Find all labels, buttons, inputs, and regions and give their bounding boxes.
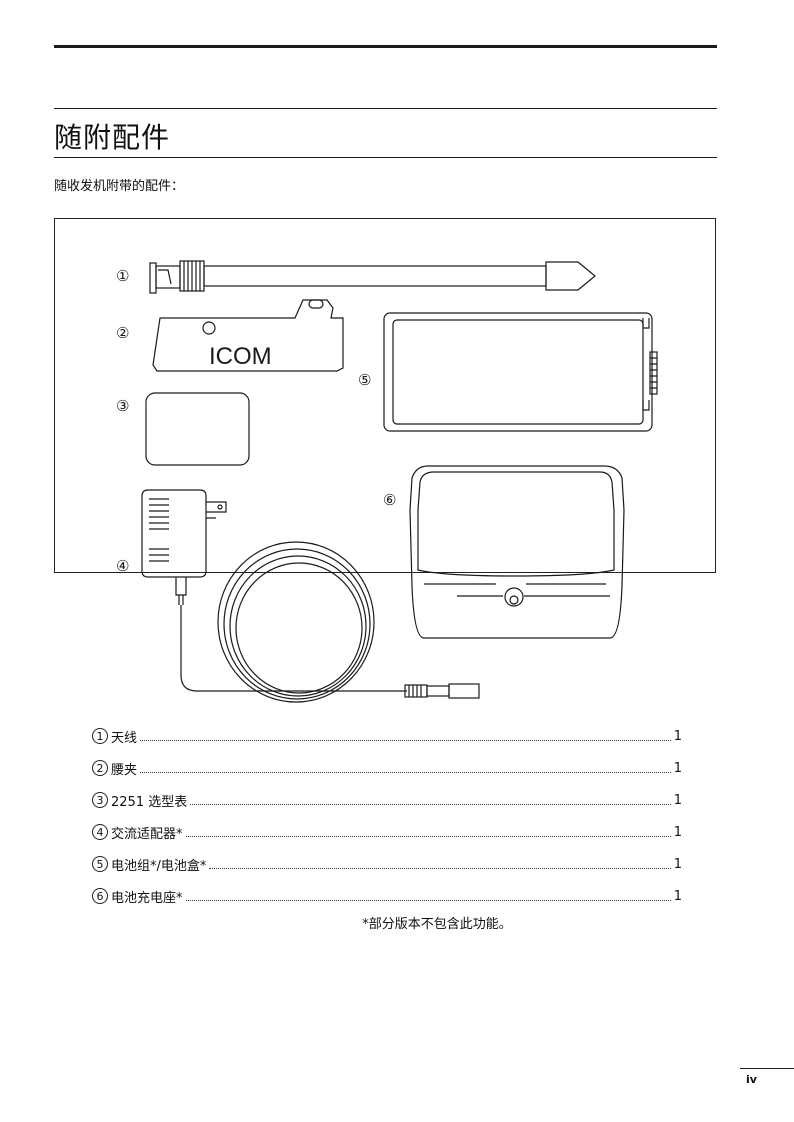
item-number: 1 bbox=[92, 728, 108, 744]
page-number: iv bbox=[746, 1073, 757, 1086]
item-quantity: 1 bbox=[673, 792, 682, 808]
page-number-rule bbox=[740, 1068, 794, 1069]
callout-5: ⑤ bbox=[358, 371, 371, 389]
item-label: 天线 bbox=[111, 730, 138, 746]
clip-brand-logo: ICOM bbox=[209, 343, 272, 370]
item-quantity: 1 bbox=[673, 856, 682, 872]
dot-leader bbox=[185, 899, 671, 901]
item-label: 电池组*/电池盒* bbox=[111, 858, 207, 874]
item-number: 6 bbox=[92, 888, 108, 904]
list-item: 2 腰夹 1 bbox=[92, 752, 682, 784]
dot-leader bbox=[140, 739, 671, 741]
dot-leader bbox=[209, 867, 671, 869]
accessories-figure-frame bbox=[54, 218, 716, 573]
callout-2: ② bbox=[116, 324, 129, 342]
title-bottom-rule bbox=[54, 157, 717, 158]
item-quantity: 1 bbox=[673, 824, 682, 840]
list-item: 5 电池组*/电池盒* 1 bbox=[92, 848, 682, 880]
antenna-drawing bbox=[149, 260, 596, 294]
belt-clip-drawing bbox=[152, 299, 344, 372]
model-card-drawing bbox=[145, 392, 250, 466]
footnote-text: *部分版本不包含此功能。 bbox=[362, 917, 512, 932]
accessories-illustration: ICOM ① ② ③ ④ ⑤ ⑥ bbox=[116, 260, 658, 703]
top-rule bbox=[54, 45, 717, 48]
dot-leader bbox=[140, 771, 671, 773]
section-title: 随附配件 bbox=[54, 121, 171, 154]
item-number: 5 bbox=[92, 856, 108, 872]
item-label: 交流适配器* bbox=[111, 826, 183, 842]
item-label: 2251 选型表 bbox=[111, 794, 188, 810]
dot-leader bbox=[190, 803, 671, 805]
ac-adapter-drawing bbox=[141, 489, 480, 703]
dot-leader bbox=[185, 835, 671, 837]
accessory-list: 1 天线 1 2 腰夹 1 3 2251 选型表 1 4 交流适配器* 1 5 … bbox=[92, 720, 682, 912]
item-quantity: 1 bbox=[673, 760, 682, 776]
battery-pack-drawing bbox=[383, 312, 658, 432]
callout-3: ③ bbox=[116, 397, 129, 415]
item-label: 腰夹 bbox=[111, 762, 138, 778]
item-number: 2 bbox=[92, 760, 108, 776]
callout-6: ⑥ bbox=[383, 491, 396, 509]
footnote: *部分版本不包含此功能。 bbox=[0, 913, 794, 932]
list-item: 6 电池充电座* 1 bbox=[92, 880, 682, 912]
intro-text: 随收发机附带的配件： bbox=[54, 179, 185, 194]
item-number: 3 bbox=[92, 792, 108, 808]
item-quantity: 1 bbox=[673, 888, 682, 904]
callout-4: ④ bbox=[116, 557, 129, 575]
charger-drawing bbox=[409, 465, 625, 639]
title-top-rule bbox=[54, 108, 717, 109]
callout-1: ① bbox=[116, 267, 129, 285]
list-item: 3 2251 选型表 1 bbox=[92, 784, 682, 816]
item-number: 4 bbox=[92, 824, 108, 840]
list-item: 4 交流适配器* 1 bbox=[92, 816, 682, 848]
item-quantity: 1 bbox=[673, 728, 682, 744]
list-item: 1 天线 1 bbox=[92, 720, 682, 752]
item-label: 电池充电座* bbox=[111, 890, 183, 906]
